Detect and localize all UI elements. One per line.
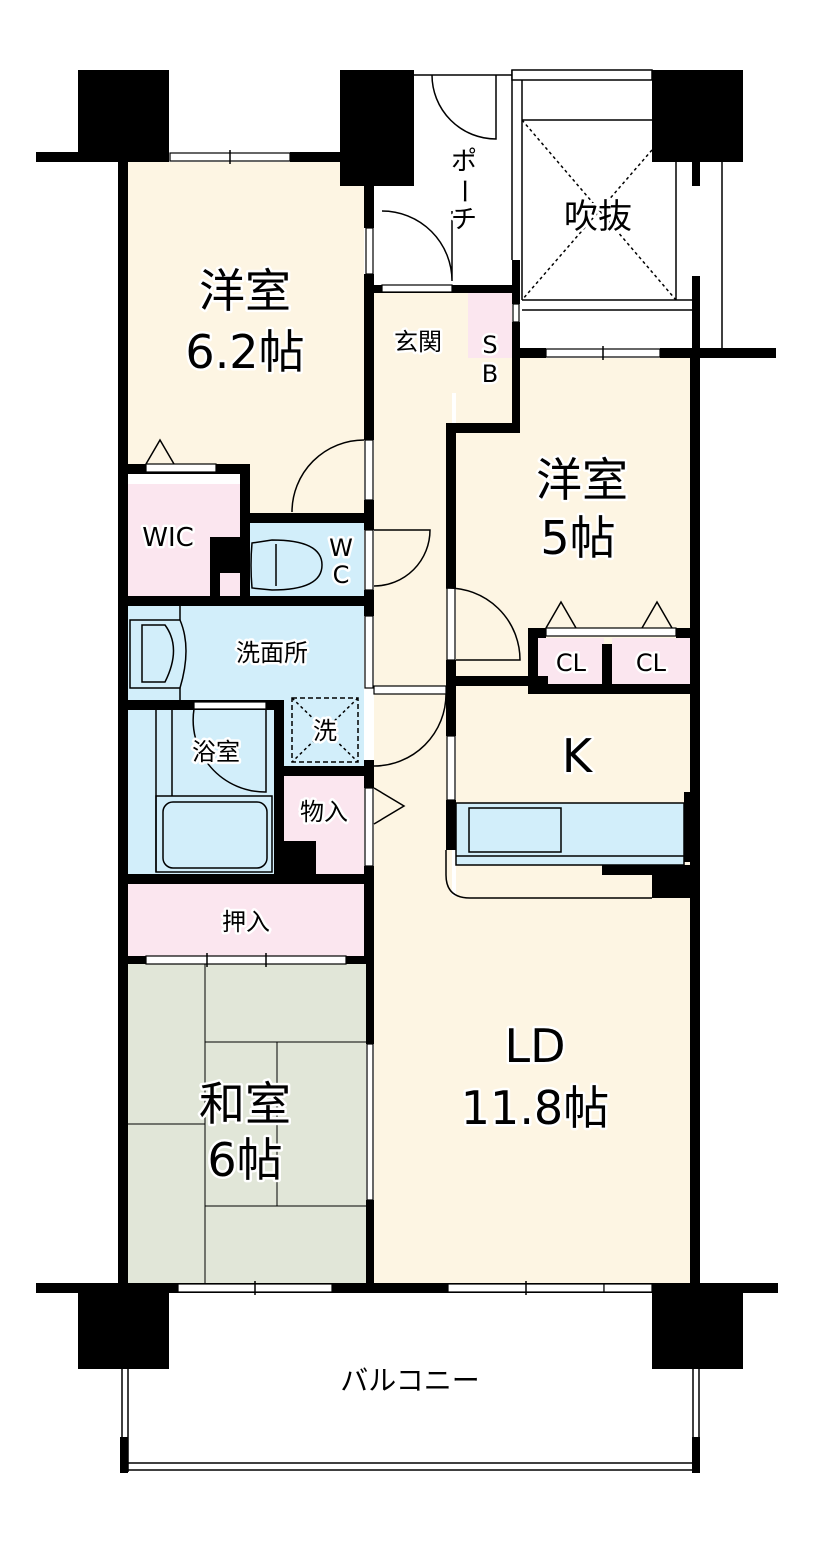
wall-kitchen-right-block: [684, 792, 692, 862]
kitchen-counter-icon: [445, 802, 685, 899]
wall-void-right-lower: [692, 276, 700, 358]
wall-sb-right: [512, 260, 520, 304]
western-room-6-2-name: 洋室: [199, 264, 291, 318]
wall-room5-bottom: [456, 676, 548, 686]
wall-kitchen-pillar: [652, 865, 692, 898]
ld-size: 11.8帖: [461, 1081, 609, 1135]
storage-label: 物入: [300, 798, 348, 826]
entrance-label: 玄関: [394, 328, 442, 356]
door-swings: [145, 74, 673, 825]
porch-label-char-1: ポ: [451, 147, 477, 177]
washer-icon: [291, 697, 359, 763]
balcony-post-right: [692, 1437, 700, 1473]
wall-closet-divider: [602, 644, 612, 688]
wall-sb-bottom: [446, 423, 520, 433]
wall-oshiire-top: [118, 874, 374, 884]
ld-name: LD: [504, 1019, 565, 1073]
balcony-post-left: [120, 1437, 128, 1473]
japanese-room-name: 和室: [199, 1077, 291, 1131]
wall-wic-right: [240, 464, 250, 604]
wall-closet-left: [528, 628, 538, 690]
sink-icon: [129, 604, 187, 700]
entrance-floor: [374, 293, 468, 393]
wall-hall-left-jroom-bottom: [366, 1200, 374, 1283]
wall-bottom: [36, 1283, 778, 1293]
wall-wic-pillar-2: [210, 573, 220, 596]
western-room-6-2-size: 6.2帖: [185, 325, 304, 379]
door-frames: [364, 284, 456, 1201]
wall-closet-top-left: [528, 628, 546, 638]
porch-label-char-3: チ: [451, 205, 477, 235]
wall-bath-right: [274, 700, 284, 884]
wall-room1-right-mid: [364, 274, 374, 440]
column-top-left: [78, 70, 169, 162]
wall-wic-pillar: [210, 537, 240, 573]
western-room-5-name: 洋室: [536, 453, 628, 507]
porch-lines: [414, 70, 523, 300]
oshiire-floor: [128, 884, 364, 956]
shoe-box-label-s: S: [482, 331, 497, 359]
wall-wc-top: [250, 513, 374, 523]
wall-top-right-room1: [290, 152, 374, 162]
porch-label-char-2: ー: [448, 178, 478, 204]
void-area: [511, 69, 723, 348]
bathroom-label: 浴室: [192, 738, 240, 766]
wc-label-c: C: [333, 561, 350, 589]
wc-label-w: W: [329, 534, 353, 562]
western-room-6-2-lower-floor: [240, 464, 364, 516]
wall-void-right-upper: [692, 160, 700, 186]
western-room-5-size: 5帖: [540, 511, 615, 565]
closet-left-floor: [538, 638, 604, 684]
column-bottom-right: [652, 1283, 743, 1369]
wic-label: WIC: [142, 523, 194, 553]
wall-top-left: [36, 152, 168, 162]
wall-kitchen-stub: [602, 865, 692, 875]
wall-closet-top-right: [676, 628, 690, 638]
void-label: 吹抜: [564, 197, 632, 237]
column-top-middle: [340, 70, 414, 186]
bathroom-floor: [128, 710, 274, 874]
wall-storage-top: [274, 766, 374, 776]
wall-kitchen-left: [446, 800, 456, 850]
wall-room5-top-right: [660, 348, 776, 358]
wall-right: [690, 348, 700, 1293]
column-top-right: [652, 70, 743, 162]
wall-room1-right-upper: [364, 152, 374, 228]
wall-hall-left-jroom-top: [366, 964, 374, 1044]
oshiire-label: 押入: [222, 908, 270, 936]
bathtub-icon: [155, 710, 273, 873]
wall-room5-top-left: [512, 348, 546, 358]
japanese-room-size: 6帖: [207, 1133, 282, 1187]
wall-room5-bottom-left: [446, 660, 456, 736]
washer-area-floor: [282, 700, 364, 768]
windows: [145, 150, 677, 1295]
kitchen-name: K: [562, 729, 594, 783]
toilet-icon: [250, 539, 323, 591]
washer-label: 洗: [313, 717, 337, 745]
western-room-5-floor: [456, 358, 690, 680]
wall-washroom-top: [118, 596, 374, 606]
wall-hall-left-storage: [364, 866, 374, 964]
ld-floor: [374, 896, 690, 1283]
western-room-6-2-floor: [128, 162, 364, 464]
wall-closet-bottom: [528, 684, 690, 694]
shoe-box-label-b: B: [482, 360, 498, 388]
balcony-label: バルコニー: [340, 1364, 479, 1397]
closet-right-label: CL: [636, 649, 667, 677]
wall-left: [118, 152, 128, 1293]
wall-storage-block: [284, 841, 316, 874]
closet-left-label: CL: [556, 649, 587, 677]
closet-right-floor: [612, 638, 690, 684]
wall-room5-left-upper: [446, 423, 456, 588]
column-bottom-left: [78, 1283, 169, 1369]
tatami-lines: [128, 964, 366, 1283]
wall-sb-right-lower: [512, 322, 520, 430]
washroom-label: 洗面所: [236, 639, 308, 667]
